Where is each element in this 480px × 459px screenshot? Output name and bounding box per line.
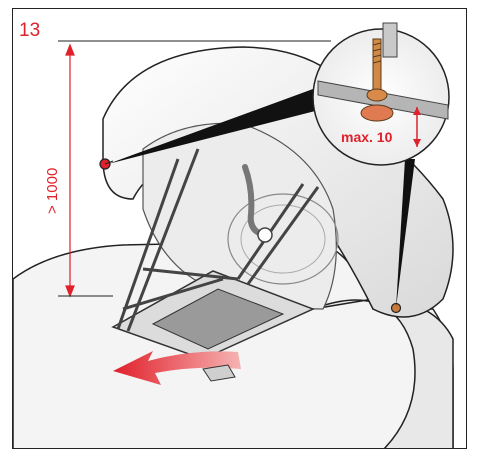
lid-dome-ring-inner — [240, 204, 326, 274]
hatch-opening — [151, 288, 285, 350]
height-dimension — [58, 40, 331, 298]
drain-hose — [242, 164, 264, 237]
detail-contents — [317, 22, 449, 147]
lid-dome-ring — [227, 193, 339, 285]
detail-label: max. 10 — [341, 129, 393, 145]
callout-pointer-left — [108, 89, 323, 164]
rotate-arrow — [113, 351, 241, 385]
step-number: 13 — [19, 20, 40, 41]
latch — [202, 364, 236, 382]
lift-struts — [116, 148, 320, 332]
height-label: > 1000 — [44, 168, 61, 214]
installation-diagram: 13 > 1000 max. 10 — [13, 20, 454, 448]
hose-fitting — [257, 227, 273, 243]
illustration-frame: 13 > 1000 max. 10 — [12, 8, 467, 449]
callout-pointer-right — [396, 159, 415, 308]
